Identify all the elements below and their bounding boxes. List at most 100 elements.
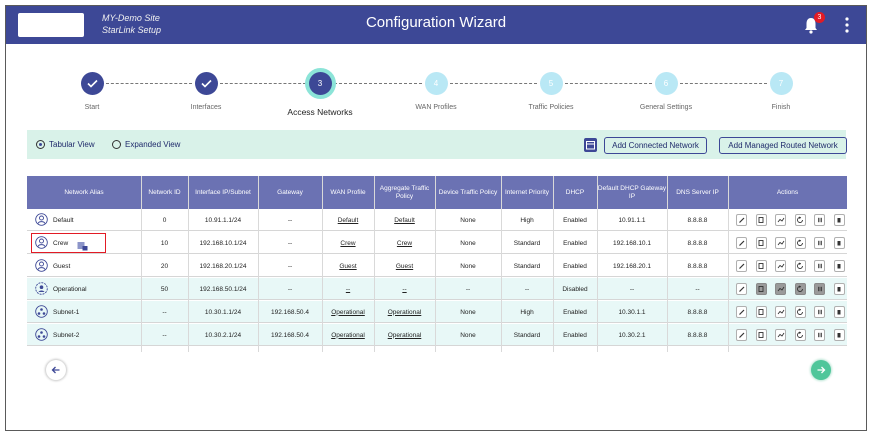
- step-6-circle[interactable]: 6: [654, 72, 678, 95]
- cell-agg[interactable]: Default: [394, 216, 415, 224]
- pause-icon[interactable]: [814, 306, 825, 318]
- cell-dgw: --: [629, 285, 635, 293]
- cell-wan[interactable]: Operational: [331, 308, 365, 316]
- edit-icon[interactable]: [736, 283, 747, 295]
- network-icon: [35, 328, 48, 341]
- copy-icon[interactable]: [755, 260, 767, 272]
- cell-wan[interactable]: Crew: [340, 239, 356, 247]
- cell-agg[interactable]: Operational: [387, 331, 422, 339]
- copy-icon[interactable]: [755, 329, 767, 341]
- step-2-circle[interactable]: [194, 72, 218, 95]
- cell-agg[interactable]: Crew: [396, 239, 413, 247]
- cell-wan[interactable]: --: [345, 285, 351, 293]
- pause-icon[interactable]: [814, 237, 825, 249]
- delete-icon[interactable]: [833, 306, 845, 318]
- edit-icon[interactable]: [736, 306, 747, 318]
- delete-icon[interactable]: [833, 214, 845, 226]
- cell-dev: None: [460, 331, 476, 339]
- delete-icon[interactable]: [833, 237, 845, 249]
- pause-icon[interactable]: [814, 283, 825, 295]
- cell-agg[interactable]: Operational: [387, 308, 422, 316]
- column-header: WAN Profile: [330, 188, 366, 196]
- network-alias: Default: [53, 216, 74, 224]
- next-button[interactable]: [811, 360, 831, 380]
- cycle-icon[interactable]: [794, 214, 806, 226]
- step-1-circle[interactable]: [80, 72, 104, 95]
- chart-icon[interactable]: [775, 283, 786, 295]
- chart-icon[interactable]: [775, 237, 786, 249]
- step-connector: [334, 83, 422, 84]
- cell-prio: Standard: [513, 262, 541, 270]
- cell-gw: --: [287, 216, 293, 224]
- edit-icon[interactable]: [736, 214, 747, 226]
- edit-icon[interactable]: [736, 260, 747, 272]
- add-connected-network-button[interactable]: Add Connected Network: [604, 137, 707, 154]
- chart-icon[interactable]: [775, 306, 786, 318]
- add-managed-routed-network-button[interactable]: Add Managed Routed Network: [719, 137, 847, 154]
- expanded-view-label[interactable]: Expanded View: [125, 140, 181, 149]
- cell-prio: Standard: [513, 239, 541, 247]
- column-divider: [322, 176, 323, 352]
- delete-icon[interactable]: [833, 260, 845, 272]
- copy-icon[interactable]: [755, 237, 767, 249]
- tabular-view-label[interactable]: Tabular View: [49, 140, 95, 149]
- step-number: 7: [778, 79, 784, 88]
- step-3-circle[interactable]: 3: [308, 72, 332, 95]
- cell-dns: 8.8.8.8: [687, 262, 708, 270]
- back-button[interactable]: [46, 360, 66, 380]
- step-4-circle[interactable]: 4: [424, 72, 448, 95]
- step-5-circle[interactable]: 5: [539, 72, 563, 95]
- cycle-icon[interactable]: [794, 260, 806, 272]
- edit-icon[interactable]: [736, 237, 747, 249]
- tabular-view-radio[interactable]: [36, 140, 45, 149]
- edit-icon[interactable]: [736, 329, 747, 341]
- cell-agg[interactable]: --: [402, 285, 407, 293]
- notification-badge: 3: [814, 12, 825, 23]
- cell-agg[interactable]: Guest: [395, 262, 414, 270]
- pause-icon[interactable]: [814, 214, 825, 226]
- copy-icon[interactable]: [755, 214, 767, 226]
- more-menu-icon[interactable]: [844, 16, 850, 34]
- cell-wan[interactable]: Default: [337, 216, 359, 224]
- step-number: 3: [317, 79, 323, 88]
- pause-icon[interactable]: [814, 329, 825, 341]
- cell-id: 50: [160, 285, 169, 293]
- chart-icon[interactable]: [775, 260, 786, 272]
- cycle-icon[interactable]: [794, 283, 806, 295]
- step-4-label: WAN Profiles: [415, 104, 457, 111]
- expanded-view-radio[interactable]: [112, 140, 121, 149]
- calendar-icon[interactable]: [584, 138, 597, 152]
- cell-prio: High: [520, 216, 534, 224]
- step-7-circle[interactable]: 7: [769, 72, 793, 95]
- cell-dev: None: [460, 308, 476, 316]
- delete-icon[interactable]: [833, 283, 845, 295]
- cycle-icon[interactable]: [794, 306, 806, 318]
- bell-icon[interactable]: [803, 16, 819, 34]
- cycle-icon[interactable]: [794, 329, 806, 341]
- cell-wan[interactable]: Guest: [339, 262, 357, 270]
- cell-dhcp: Disabled: [562, 285, 588, 293]
- column-header: Gateway: [277, 188, 303, 196]
- cell-dhcp: Enabled: [563, 331, 587, 339]
- cell-dgw: 192.168.20.1: [613, 262, 651, 270]
- cell-prio: --: [524, 285, 530, 293]
- pause-icon[interactable]: [814, 260, 825, 272]
- cycle-icon[interactable]: [794, 237, 806, 249]
- cell-dns: 8.8.8.8: [687, 239, 708, 247]
- column-header: DNS Server IP: [676, 188, 719, 196]
- cell-wan[interactable]: Operational: [331, 331, 365, 339]
- cell-ip: 192.168.10.1/24: [199, 239, 247, 247]
- delete-icon[interactable]: [833, 329, 845, 341]
- view-toolbar: Tabular View Expanded View Add Connected…: [27, 130, 847, 159]
- site-info: MY-Demo Site StarLink Setup: [102, 12, 161, 36]
- chart-icon[interactable]: [775, 214, 786, 226]
- copy-icon[interactable]: [755, 283, 767, 295]
- copy-icon[interactable]: [755, 306, 767, 318]
- chart-icon[interactable]: [775, 329, 786, 341]
